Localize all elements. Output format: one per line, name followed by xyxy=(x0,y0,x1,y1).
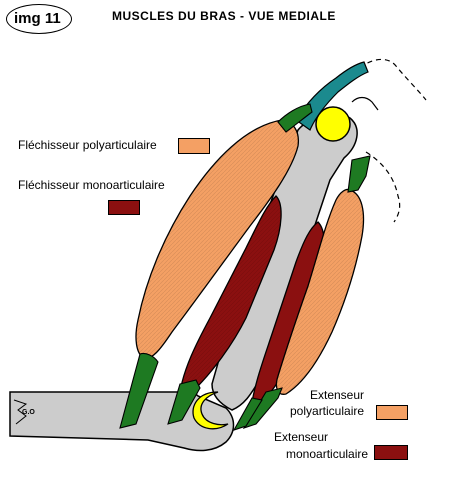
page-title: MUSCLES DU BRAS - VUE MEDIALE xyxy=(112,9,336,23)
flexor-mono-tendon xyxy=(167,379,201,425)
flexor-poly-bottom-tendon xyxy=(119,352,159,429)
legend-label-extensor-polyarticular-line2: polyarticulaire xyxy=(290,404,365,418)
extensor-poly-top-tendon xyxy=(347,155,371,193)
shoulder-joint xyxy=(315,106,351,142)
bone-mark-label: G.O xyxy=(22,409,35,416)
legend-label-flexor-polyarticular: Fléchisseur polyarticulaire xyxy=(18,138,157,152)
forearm-bone-detail xyxy=(13,399,28,425)
legend-swatch-flexor-monoarticular xyxy=(108,200,140,215)
legend-label-extensor-polyarticular-line1: Extenseur xyxy=(310,388,365,402)
scapula-outline xyxy=(359,58,427,101)
legend-label-extensor-monoarticular-line2: monoarticulaire xyxy=(286,447,369,461)
image-number-label: img 11 xyxy=(14,10,61,27)
elbow-joint xyxy=(192,391,229,430)
scapula-outline-lower xyxy=(365,151,401,223)
extensor-mono-tendon xyxy=(232,397,263,431)
legend-swatch-extensor-monoarticular xyxy=(374,445,408,460)
legend-swatch-flexor-polyarticular xyxy=(178,138,210,154)
shoulder-ligament xyxy=(295,61,369,131)
legend-label-flexor-monoarticular: Fléchisseur monoarticulaire xyxy=(18,178,165,192)
image-number-badge xyxy=(6,4,72,34)
legend-label-extensor-monoarticular-line1: Extenseur xyxy=(274,430,329,444)
legend-swatch-extensor-polyarticular xyxy=(376,405,408,420)
flexor-poly-top-tendon xyxy=(277,103,313,133)
scapula-edge xyxy=(351,96,379,111)
